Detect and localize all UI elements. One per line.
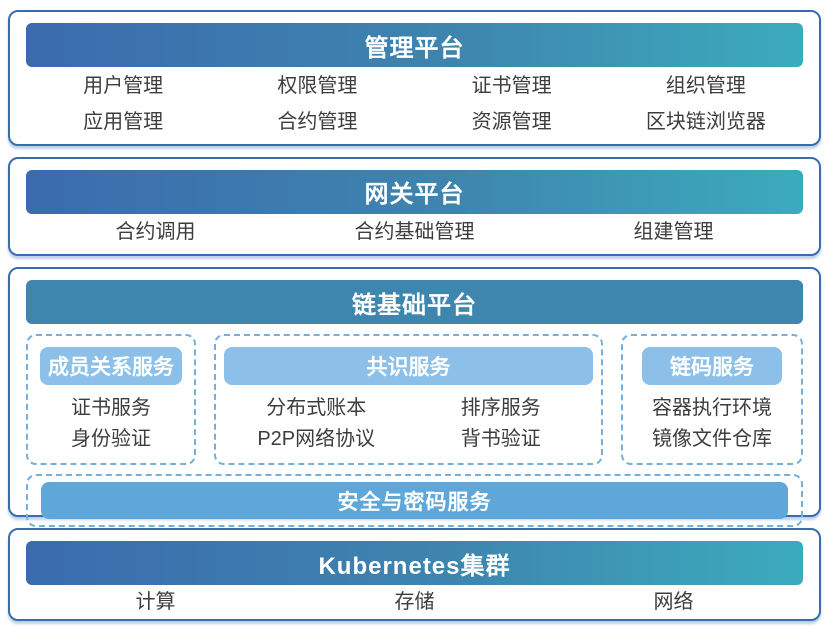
management-item: 用户管理: [83, 74, 164, 97]
membership-service-group: 成员关系服务 证书服务 身份验证: [26, 334, 196, 465]
security-service-dashed-box: 安全与密码服务: [26, 474, 803, 527]
membership-item: 身份验证: [71, 428, 151, 450]
management-items-grid: 用户管理 权限管理 证书管理 组织管理 应用管理 合约管理 资源管理 区块链浏览…: [26, 67, 803, 136]
chaincode-service-pill: 链码服务: [642, 347, 782, 385]
chaincode-service-items: 容器执行环境 镜像文件仓库: [652, 393, 772, 455]
gateway-item: 组建管理: [633, 221, 714, 244]
management-item: 区块链浏览器: [645, 110, 766, 133]
gateway-item: 合约基础管理: [354, 221, 475, 244]
consensus-column-right: 排序服务 背书验证: [409, 393, 594, 455]
management-item: 合约管理: [277, 110, 358, 133]
membership-service-items: 证书服务 身份验证: [71, 393, 151, 455]
chaincode-item: 容器执行环境: [652, 397, 772, 419]
management-item: 应用管理: [83, 110, 164, 133]
chain-base-platform-box: 链基础平台 成员关系服务 证书服务 身份验证 共识服务 分布式账本 P2P网络协…: [8, 267, 821, 527]
consensus-service-pill: 共识服务: [224, 347, 593, 385]
kubernetes-item: 存储: [394, 591, 435, 613]
consensus-item: 排序服务: [460, 397, 541, 419]
consensus-service-group: 共识服务 分布式账本 P2P网络协议 排序服务 背书验证: [214, 334, 603, 465]
consensus-item: P2P网络协议: [257, 428, 376, 450]
gateway-item: 合约调用: [115, 221, 196, 244]
management-item: 组织管理: [665, 74, 746, 97]
membership-item: 证书服务: [71, 397, 151, 419]
management-item: 资源管理: [471, 110, 552, 133]
chaincode-item: 镜像文件仓库: [652, 428, 772, 450]
security-service-bar: 安全与密码服务: [41, 482, 788, 519]
consensus-item: 背书验证: [460, 428, 541, 450]
consensus-column-left: 分布式账本 P2P网络协议: [224, 393, 409, 455]
gateway-items-grid: 合约调用 合约基础管理 组建管理: [26, 214, 803, 246]
consensus-columns: 分布式账本 P2P网络协议 排序服务 背书验证: [224, 393, 593, 455]
management-platform-header: 管理平台: [26, 23, 803, 67]
gateway-platform-header: 网关平台: [26, 169, 803, 214]
kubernetes-items-grid: 计算 存储 网络: [26, 585, 803, 614]
kubernetes-item: 网络: [653, 591, 694, 613]
kubernetes-cluster-box: Kubernetes集群 计算 存储 网络: [8, 528, 821, 621]
chain-base-platform-header: 链基础平台: [26, 280, 803, 324]
kubernetes-cluster-header: Kubernetes集群: [26, 541, 803, 585]
management-item: 证书管理: [471, 74, 552, 97]
gateway-platform-box: 网关平台 合约调用 合约基础管理 组建管理: [8, 156, 821, 256]
consensus-item: 分布式账本: [266, 397, 367, 419]
management-platform-box: 管理平台 用户管理 权限管理 证书管理 组织管理 应用管理 合约管理 资源管理 …: [8, 10, 821, 146]
kubernetes-item: 计算: [135, 591, 176, 613]
management-item: 权限管理: [277, 74, 358, 97]
chain-service-groups: 成员关系服务 证书服务 身份验证 共识服务 分布式账本 P2P网络协议 排序服务…: [26, 334, 803, 465]
membership-service-pill: 成员关系服务: [40, 347, 182, 385]
chaincode-service-group: 链码服务 容器执行环境 镜像文件仓库: [621, 334, 803, 465]
